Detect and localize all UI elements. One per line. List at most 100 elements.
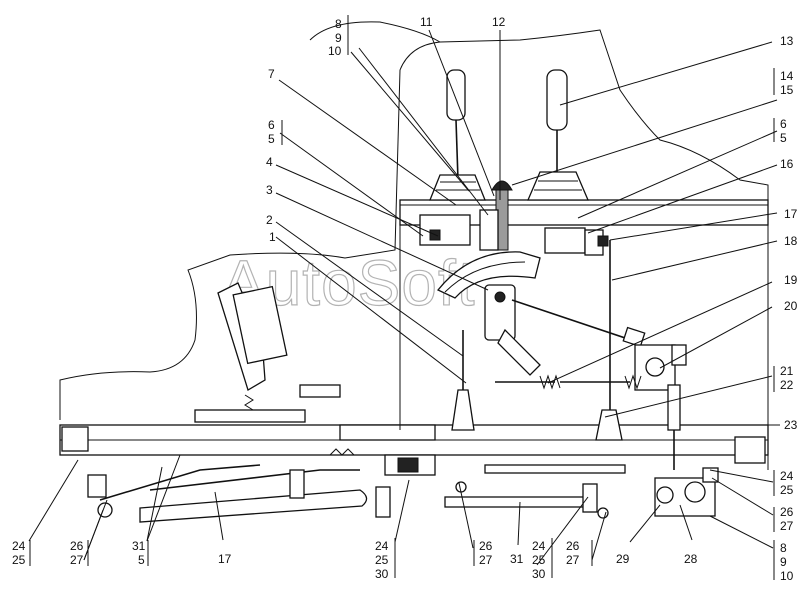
foot-rest <box>299 384 341 398</box>
callout-2: 2 <box>266 213 273 227</box>
callout-10-bottom: 10 <box>780 569 794 583</box>
callout-24-center: 24 <box>375 539 389 553</box>
callout-31-mid: 31 <box>510 552 524 566</box>
callout-26-left: 26 <box>70 539 84 553</box>
cylinder-body <box>667 384 681 431</box>
callout-25-center: 25 <box>375 553 389 567</box>
right-crank-hole <box>645 357 665 377</box>
sector-plate <box>436 251 541 299</box>
roller-left <box>375 486 391 518</box>
lever-right-knob <box>546 69 568 131</box>
callout-17-bottom: 17 <box>218 552 232 566</box>
callout-24-left: 24 <box>12 539 26 553</box>
lever-right-boot-ribs <box>534 180 582 191</box>
valve-port-right <box>597 235 609 247</box>
callout-7: 7 <box>268 67 275 81</box>
callout-8-bottom: 8 <box>780 541 787 555</box>
bell-crank-pivot <box>494 291 506 303</box>
callout-31-left: 31 <box>132 539 146 553</box>
callout-26-mid: 26 <box>566 539 580 553</box>
callout-21: 21 <box>780 364 794 378</box>
cab-top-line <box>309 21 441 43</box>
callout-labels: 1 2 3 4 6 5 7 8 9 10 11 12 13 14 15 6 5 … <box>12 15 798 583</box>
callout-30-center: 30 <box>375 567 389 581</box>
lower-plate-right <box>484 464 626 474</box>
callout-24-right: 24 <box>780 469 794 483</box>
lever-left-boot-ribs <box>436 181 480 191</box>
leader-lines <box>28 29 780 566</box>
callout-10-top: 10 <box>328 44 342 58</box>
valve-unit-wheel <box>684 481 706 503</box>
lever-left-knob <box>446 69 466 121</box>
center-lower-block <box>397 457 419 473</box>
lower-spring <box>329 448 355 456</box>
frame-left-end <box>61 426 89 452</box>
callout-12: 12 <box>492 15 506 29</box>
callout-27-center: 27 <box>479 553 493 567</box>
pedal-cover <box>232 285 288 365</box>
callout-5-bottom: 5 <box>138 553 145 567</box>
center-knob <box>491 180 513 191</box>
callout-8-top: 8 <box>335 17 342 31</box>
callout-6-top-left: 6 <box>268 118 275 132</box>
bell-crank-arm <box>497 328 541 376</box>
callout-16: 16 <box>780 157 794 171</box>
callout-6-right: 6 <box>780 117 787 131</box>
left-bracket <box>87 474 107 498</box>
callout-26-right: 26 <box>780 505 794 519</box>
frame-right-end <box>734 436 766 464</box>
cab-outline <box>59 29 769 470</box>
lower-boot-right <box>595 409 623 441</box>
callout-27-right: 27 <box>780 519 794 533</box>
lower-boot-left <box>451 389 475 431</box>
callout-23: 23 <box>784 418 798 432</box>
pedal-spring <box>244 394 254 411</box>
callout-9-top: 9 <box>335 31 342 45</box>
floor-plate <box>339 424 436 441</box>
callout-11: 11 <box>420 15 433 29</box>
valve-unit-cap <box>702 467 719 483</box>
callout-18: 18 <box>784 234 798 248</box>
spring-right <box>624 374 642 390</box>
rod-end <box>622 326 646 348</box>
callout-17-right: 17 <box>784 207 798 221</box>
lever-left-boot <box>429 174 486 201</box>
callout-14: 14 <box>780 69 794 83</box>
callout-25-left: 25 <box>12 553 26 567</box>
lever-right-boot <box>527 171 589 201</box>
roller-mid <box>582 483 598 513</box>
valve-block-right <box>544 227 586 254</box>
callout-5-top-left: 5 <box>268 132 275 146</box>
lower-pipe <box>139 489 368 523</box>
lower-link-left <box>99 464 261 501</box>
callout-28: 28 <box>684 552 698 566</box>
joint-right <box>597 507 609 519</box>
lower-bar-31 <box>444 496 586 508</box>
callout-26-center: 26 <box>479 539 493 553</box>
callout-27-mid: 27 <box>566 553 580 567</box>
lever-left-shaft <box>455 119 459 181</box>
callout-9-bottom: 9 <box>780 555 787 569</box>
valve-unit-port <box>656 486 674 504</box>
callout-20: 20 <box>784 299 798 313</box>
callout-30-mid: 30 <box>532 567 546 581</box>
valve-block-left <box>419 214 471 246</box>
pedal-base <box>194 409 306 423</box>
callout-25-mid: 25 <box>532 553 546 567</box>
callout-4: 4 <box>266 155 273 169</box>
callout-29: 29 <box>616 552 630 566</box>
mid-bracket <box>289 469 305 499</box>
callout-27-left: 27 <box>70 553 84 567</box>
callout-25-right: 25 <box>780 483 794 497</box>
callout-3: 3 <box>266 183 273 197</box>
callout-1: 1 <box>269 230 276 244</box>
callout-24-mid: 24 <box>532 539 546 553</box>
callout-13: 13 <box>780 34 794 48</box>
main-rod <box>511 299 641 344</box>
callout-5-right: 5 <box>780 131 787 145</box>
sector-teeth <box>444 261 526 293</box>
valve-stem-left <box>479 209 499 251</box>
callout-brackets <box>29 15 775 580</box>
